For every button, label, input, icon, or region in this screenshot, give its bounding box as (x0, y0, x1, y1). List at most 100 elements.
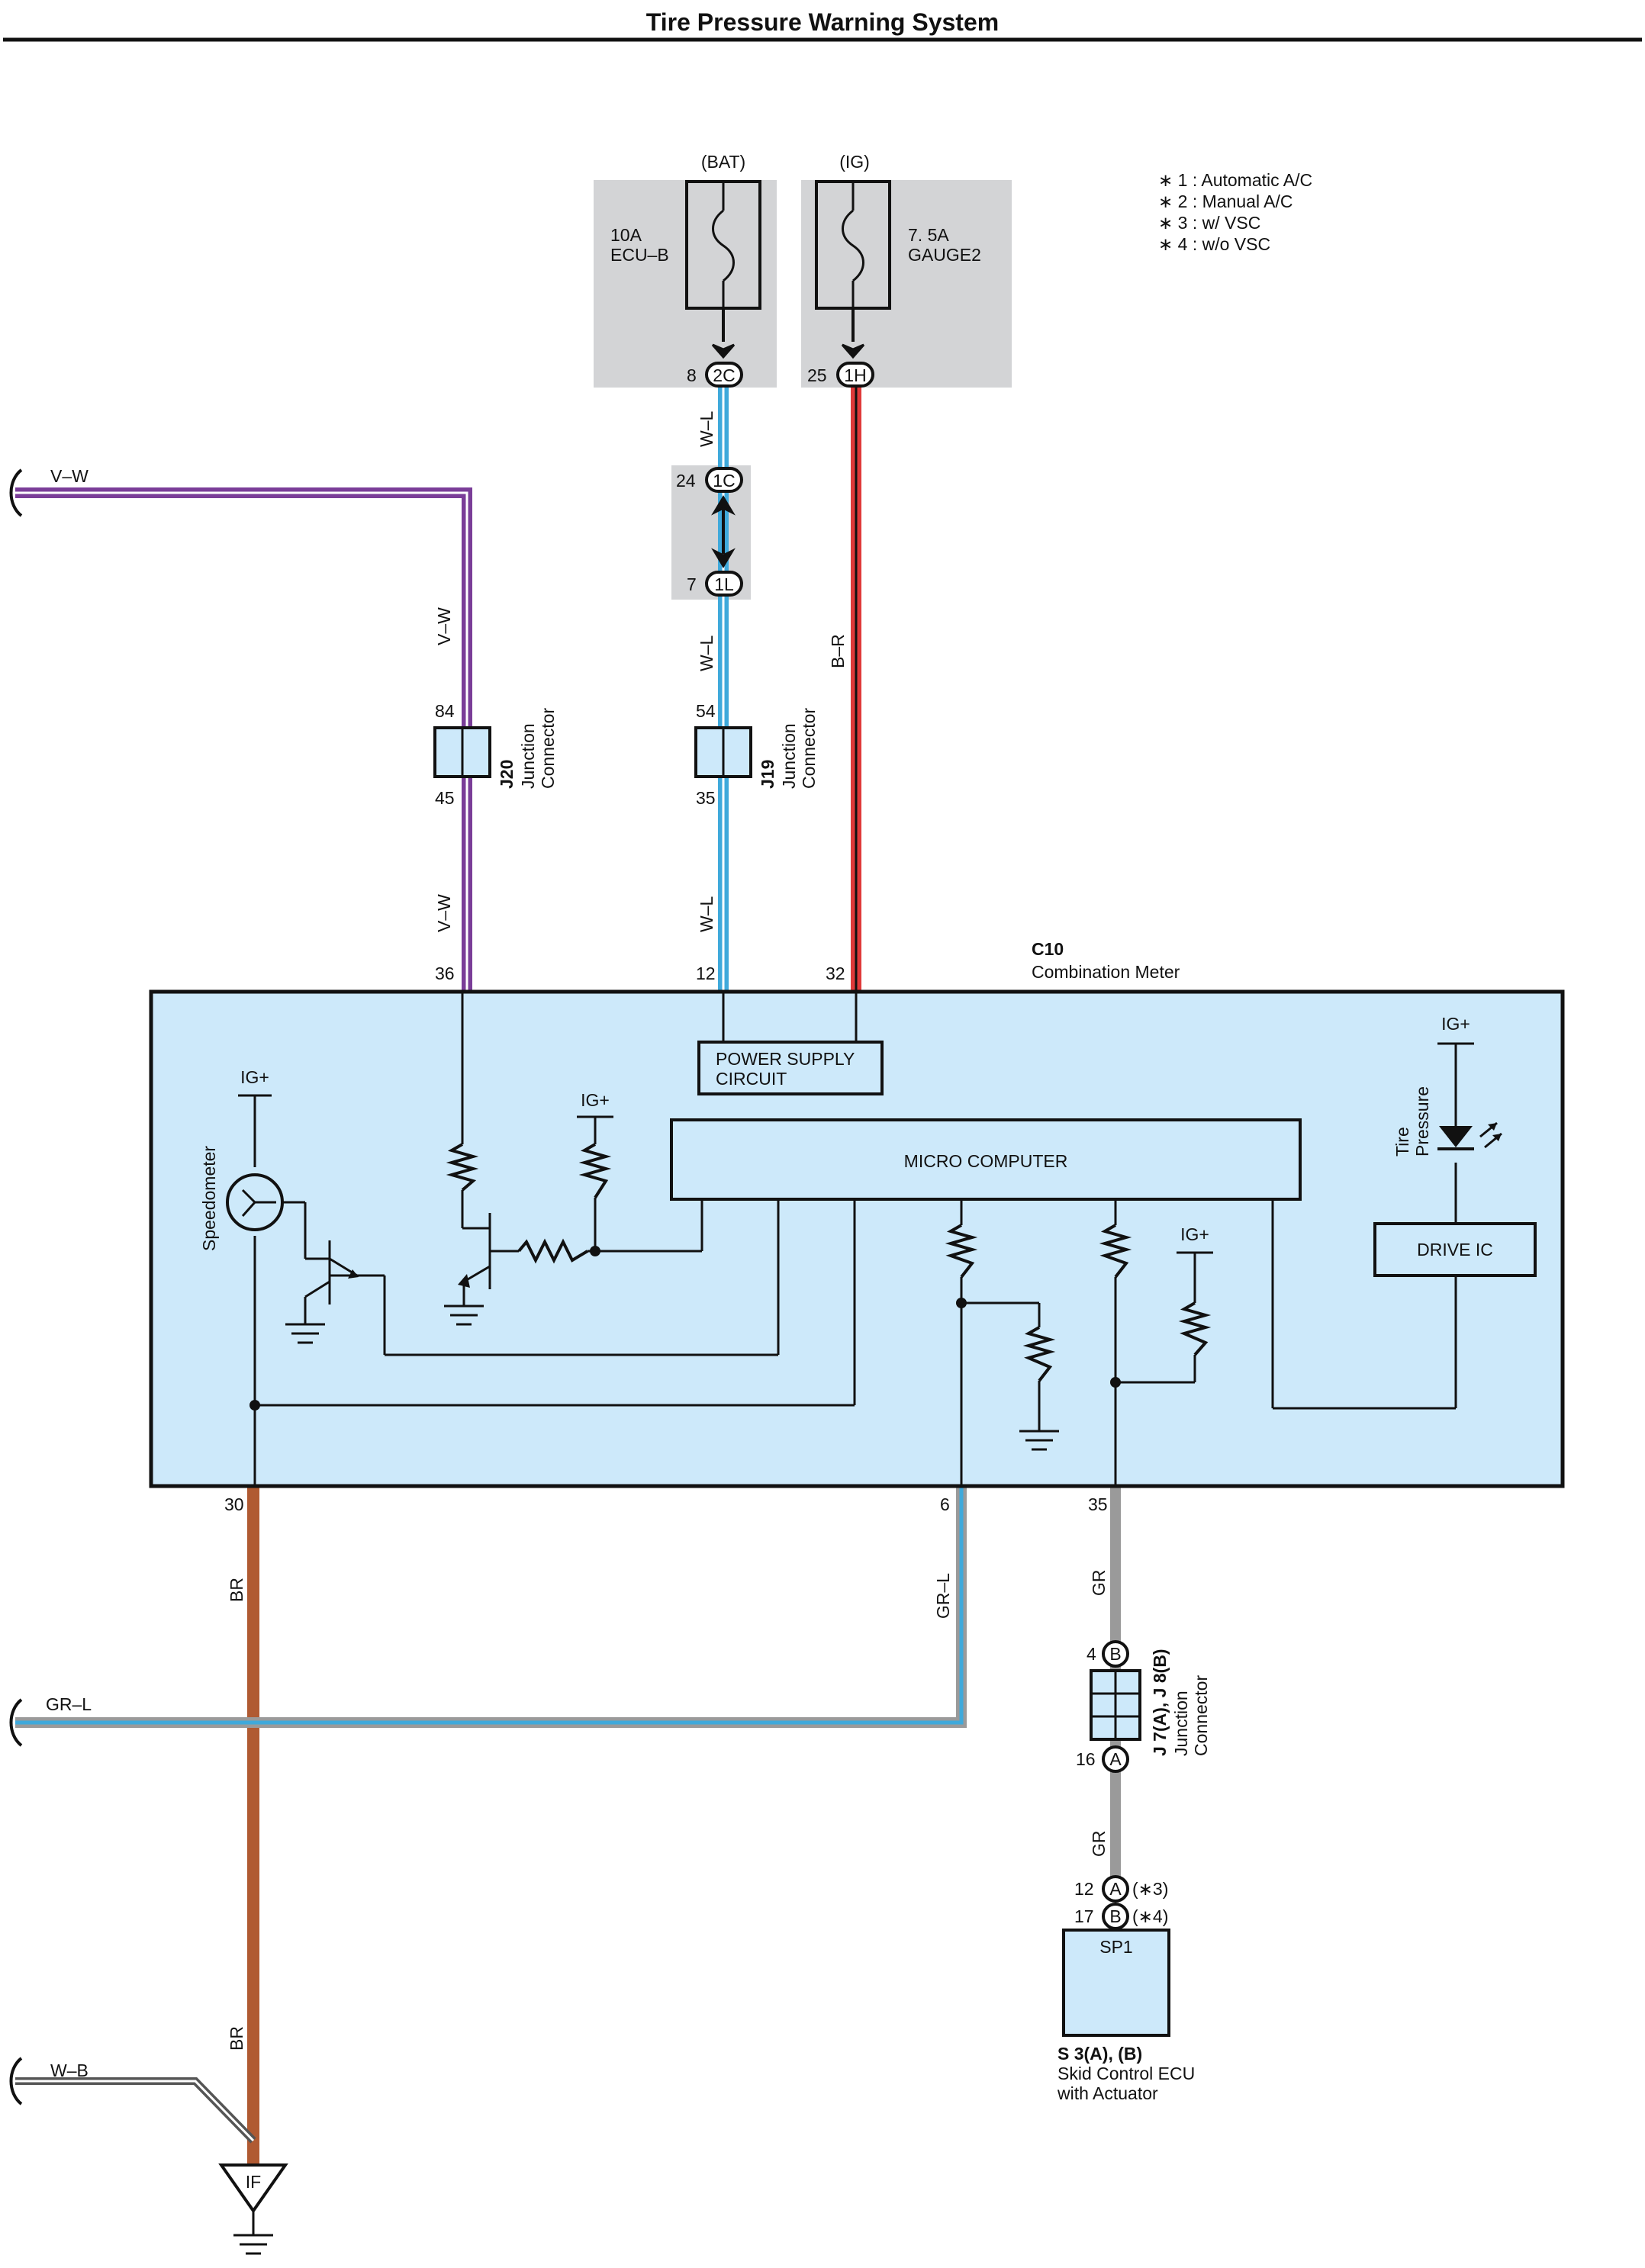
fuse-bat-terminal-icon (711, 343, 736, 359)
wire-label-br: BR (227, 2026, 246, 2051)
skid-pin-a (1102, 1875, 1129, 1903)
wire-label-br: BR (227, 1578, 246, 1602)
meter-id: C10 (1032, 939, 1064, 959)
junction-j19-name: Junction (779, 723, 799, 789)
micro-computer-label: MICRO COMPUTER (904, 1151, 1068, 1171)
skid-control-ecu (1062, 1929, 1170, 2037)
junction-j20-name: Connector (538, 708, 558, 789)
power-supply-label: POWER SUPPLY (716, 1049, 855, 1069)
wire-label-w-l: W–L (697, 411, 716, 448)
junction-j20-name: Junction (518, 723, 538, 789)
fuse-ig-amp: 7. 5A (908, 225, 949, 245)
skid-pin-b-note: (∗4) (1132, 1906, 1168, 1926)
wire-label-v-w: V–W (434, 894, 454, 932)
ig-plus-label: IG+ (1441, 1014, 1470, 1034)
ground-icon (1019, 1430, 1059, 1451)
wire-break-icon (9, 1698, 23, 1747)
wire-break-icon (9, 468, 23, 517)
skid-box-label: SP1 (1099, 1937, 1132, 1957)
fuse-panel-ig (801, 180, 1012, 388)
connector-2c-id: 2C (713, 365, 735, 385)
junction-j20-pin-top: 84 (435, 701, 455, 721)
drive-ic (1373, 1222, 1537, 1277)
fuse-bat-element (712, 209, 735, 282)
junction-j7-pin-bottom: 16 (1076, 1749, 1096, 1769)
micro-computer (670, 1118, 1302, 1201)
tire-pressure-led-icon (1437, 1121, 1502, 1150)
junction-j19-pin-bottom: 35 (696, 788, 716, 808)
wire-label-gr: GR (1089, 1831, 1109, 1858)
wire-label-v-w: V–W (50, 466, 89, 486)
note-2: ∗ 2 : Manual A/C (1158, 191, 1293, 211)
note-3: ∗ 3 : w/ VSC (1158, 213, 1260, 233)
connector-1c (705, 467, 743, 493)
connector-down-arrow-icon (711, 548, 736, 568)
resistor-icon (446, 1143, 1212, 1382)
wire-label-w-l: W–L (697, 896, 716, 933)
skid-name: Skid Control ECU (1058, 2064, 1195, 2083)
connector-1l (705, 571, 743, 597)
page-title: Tire Pressure Warning System (646, 8, 999, 36)
connector-1h (836, 362, 874, 388)
fuse-ig-source: (IG) (839, 152, 870, 172)
junction-j7-pin-top-id: B (1109, 1644, 1121, 1664)
meter-pin-12: 12 (696, 963, 716, 983)
meter-pin-35: 35 (1088, 1494, 1108, 1514)
wire-break-icon (9, 2057, 23, 2106)
junction-j19-name: Connector (799, 708, 819, 789)
body-ground-if (218, 2163, 288, 2214)
ig-plus-label: IG+ (240, 1067, 269, 1087)
option-notes: ∗ 1 : Automatic A/C ∗ 2 : Manual A/C ∗ 3… (1158, 170, 1312, 254)
fuse-ig-name: GAUGE2 (908, 245, 981, 265)
wire-w-b (15, 2077, 256, 2144)
junction-j7-pin-top: 4 (1086, 1644, 1096, 1664)
junction-j19-pin-top: 54 (696, 701, 716, 721)
skid-pin-a-number: 12 (1074, 1879, 1094, 1899)
junction-j20-pin-bottom: 45 (435, 788, 455, 808)
wire-label-gr-l: GR–L (933, 1573, 953, 1619)
power-supply-label: CIRCUIT (716, 1069, 787, 1089)
body-ground-label: IF (246, 2172, 261, 2192)
junction-j7-name: Junction (1171, 1691, 1191, 1756)
connector-1c-id: 1C (713, 471, 735, 491)
junction-j7-pin-bottom-id: A (1109, 1749, 1122, 1769)
meter-pin-32: 32 (826, 963, 845, 983)
connector-1h-pin: 25 (807, 365, 827, 385)
skid-pin-a-id: A (1109, 1879, 1122, 1899)
wire-label-v-w: V–W (434, 607, 454, 645)
fuse-ig-terminal-icon (841, 343, 865, 359)
power-supply-circuit (697, 1041, 884, 1095)
ground-icon (444, 1305, 484, 1326)
ig-plus-label: IG+ (1180, 1224, 1209, 1244)
tire-pressure-label: Pressure (1412, 1086, 1432, 1157)
connector-1l-id: 1L (714, 574, 734, 594)
ground-icon (233, 2234, 273, 2255)
connector-1l-pin: 7 (687, 574, 697, 594)
junction-j7-pin-a (1102, 1745, 1129, 1773)
connector-1c-pin: 24 (676, 471, 696, 491)
wire-v-w (15, 487, 472, 992)
note-4: ∗ 4 : w/o VSC (1158, 234, 1270, 254)
ground-icon (285, 1323, 325, 1344)
wire-label-w-b: W–B (50, 2061, 89, 2080)
wire-gr-l (15, 1486, 967, 1728)
meter-name: Combination Meter (1032, 962, 1180, 982)
skid-pin-b-id: B (1109, 1906, 1121, 1926)
meter-pin-6: 6 (940, 1494, 950, 1514)
fuse-bat-amp: 10A (610, 225, 642, 245)
meter-pin-30: 30 (224, 1494, 244, 1514)
connector-up-arrow-icon (711, 495, 736, 516)
skid-pin-a-note: (∗3) (1132, 1879, 1168, 1899)
junction-j7-name: Connector (1191, 1675, 1211, 1756)
junction-j20-id: J20 (497, 760, 517, 789)
wire-label-gr: GR (1089, 1570, 1109, 1597)
junction-j19-id: J19 (758, 760, 777, 789)
tire-pressure-label: Tire (1392, 1127, 1412, 1157)
connector-1h-id: 1H (844, 365, 866, 385)
fuse-bat-name: ECU–B (610, 245, 669, 265)
ig-plus-label: IG+ (581, 1090, 610, 1110)
skid-pin-b-number: 17 (1074, 1906, 1094, 1926)
connector-2c (705, 362, 743, 388)
junction-j7-pin-b (1102, 1640, 1129, 1668)
